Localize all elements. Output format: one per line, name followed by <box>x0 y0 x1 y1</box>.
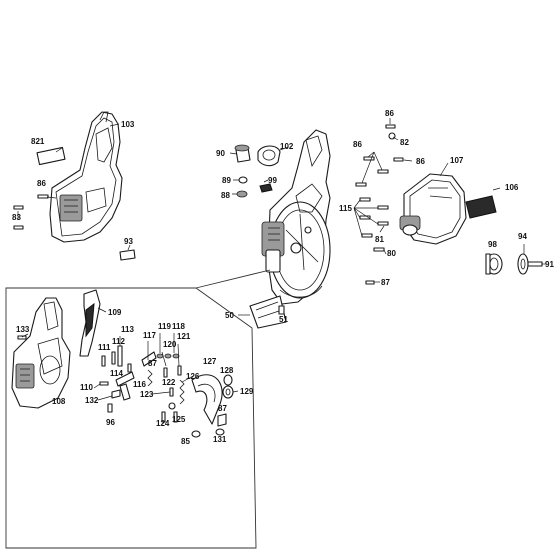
label-128: 128 <box>220 366 234 375</box>
guard-plate-50 <box>238 295 287 329</box>
inset-parts-122-123-124-125 <box>161 387 178 423</box>
leaders-main <box>55 123 120 153</box>
clip-93 <box>119 244 136 261</box>
label-116: 116 <box>133 380 146 389</box>
knob-90 <box>229 144 251 163</box>
inset-blade-127 <box>191 374 223 425</box>
inset-spring-116 <box>147 369 153 387</box>
label-80: 80 <box>387 249 396 258</box>
label-96: 96 <box>106 418 115 427</box>
label-108: 108 <box>52 397 66 406</box>
inset-parts-128-129 <box>222 374 234 399</box>
inset-pins-111-112-113 <box>101 336 123 367</box>
small-parts-88-89-99 <box>232 176 273 198</box>
screws-86-cluster <box>355 118 413 187</box>
screws-83-86 <box>13 194 57 230</box>
washer-94 <box>517 244 529 275</box>
blade-disk-center <box>279 285 323 298</box>
label-93: 93 <box>124 237 133 246</box>
blade-guard-107 <box>399 162 467 245</box>
label-99: 99 <box>268 176 277 185</box>
label-82: 82 <box>400 138 409 147</box>
label-87: 87 <box>148 359 157 368</box>
label-50: 50 <box>225 311 234 320</box>
label-127: 127 <box>203 357 217 366</box>
label-90: 90 <box>216 149 225 158</box>
label-111: 111 <box>98 343 111 352</box>
inset-parts-117-119-118 <box>141 351 182 378</box>
label-125: 125 <box>172 415 186 424</box>
label-106: 106 <box>505 183 519 192</box>
label-89: 89 <box>222 176 231 185</box>
label-103: 103 <box>121 120 135 129</box>
label-113: 113 <box>121 325 134 334</box>
inset-spring-126 <box>179 379 185 405</box>
inset-housing-108 <box>11 297 71 409</box>
label-114: 114 <box>110 369 123 378</box>
label-83: 83 <box>12 213 21 222</box>
label-51: 51 <box>279 315 288 324</box>
part-labels: 821 103 86 83 93 90 102 89 88 99 86 82 8… <box>12 109 554 446</box>
label-106 <box>465 187 501 219</box>
label-86: 86 <box>37 179 46 188</box>
label-86: 86 <box>385 109 394 118</box>
flange-98 <box>485 253 503 275</box>
label-88: 88 <box>221 191 230 200</box>
label-85: 85 <box>181 437 190 446</box>
screw-87a <box>365 280 380 285</box>
label-115: 115 <box>339 204 352 213</box>
label-91: 91 <box>545 260 554 269</box>
leaders-inset <box>21 307 239 401</box>
label-118: 118 <box>172 322 185 331</box>
label-119: 119 <box>158 322 171 331</box>
inset-detail-box <box>5 269 271 549</box>
label-131: 131 <box>213 435 227 444</box>
label-120: 120 <box>163 340 177 349</box>
label-123: 123 <box>140 390 154 399</box>
label-98: 98 <box>488 240 497 249</box>
label-117: 117 <box>143 331 156 340</box>
label-122: 122 <box>162 378 176 387</box>
label-821: 821 <box>31 137 45 146</box>
main-housing-center <box>261 129 331 305</box>
bolt-91 <box>527 261 546 267</box>
label-87: 87 <box>218 404 227 413</box>
label-87: 87 <box>381 278 390 287</box>
label-121: 121 <box>177 332 191 341</box>
handle-109 <box>79 289 101 357</box>
inset-parts-110-132-96 <box>99 381 121 413</box>
inset-lever-114 <box>115 363 135 401</box>
label-109: 109 <box>108 308 122 317</box>
label-107: 107 <box>450 156 464 165</box>
label-129: 129 <box>240 387 254 396</box>
label-81: 81 <box>375 235 384 244</box>
inset-parts-87-131-85 <box>191 413 227 438</box>
label-86: 86 <box>416 157 425 166</box>
bracket-102 <box>257 145 289 167</box>
label-94: 94 <box>518 232 527 241</box>
label-110: 110 <box>80 383 93 392</box>
label-132: 132 <box>85 396 99 405</box>
label-126: 126 <box>186 372 200 381</box>
label-133: 133 <box>16 325 30 334</box>
label-plate-821 <box>36 146 66 166</box>
label-102: 102 <box>280 142 294 151</box>
housing-cover-103 <box>49 111 123 243</box>
label-86: 86 <box>353 140 362 149</box>
label-124: 124 <box>156 419 170 428</box>
label-112: 112 <box>112 337 125 346</box>
screw-133 <box>17 335 27 340</box>
screws-115-row <box>353 197 389 255</box>
